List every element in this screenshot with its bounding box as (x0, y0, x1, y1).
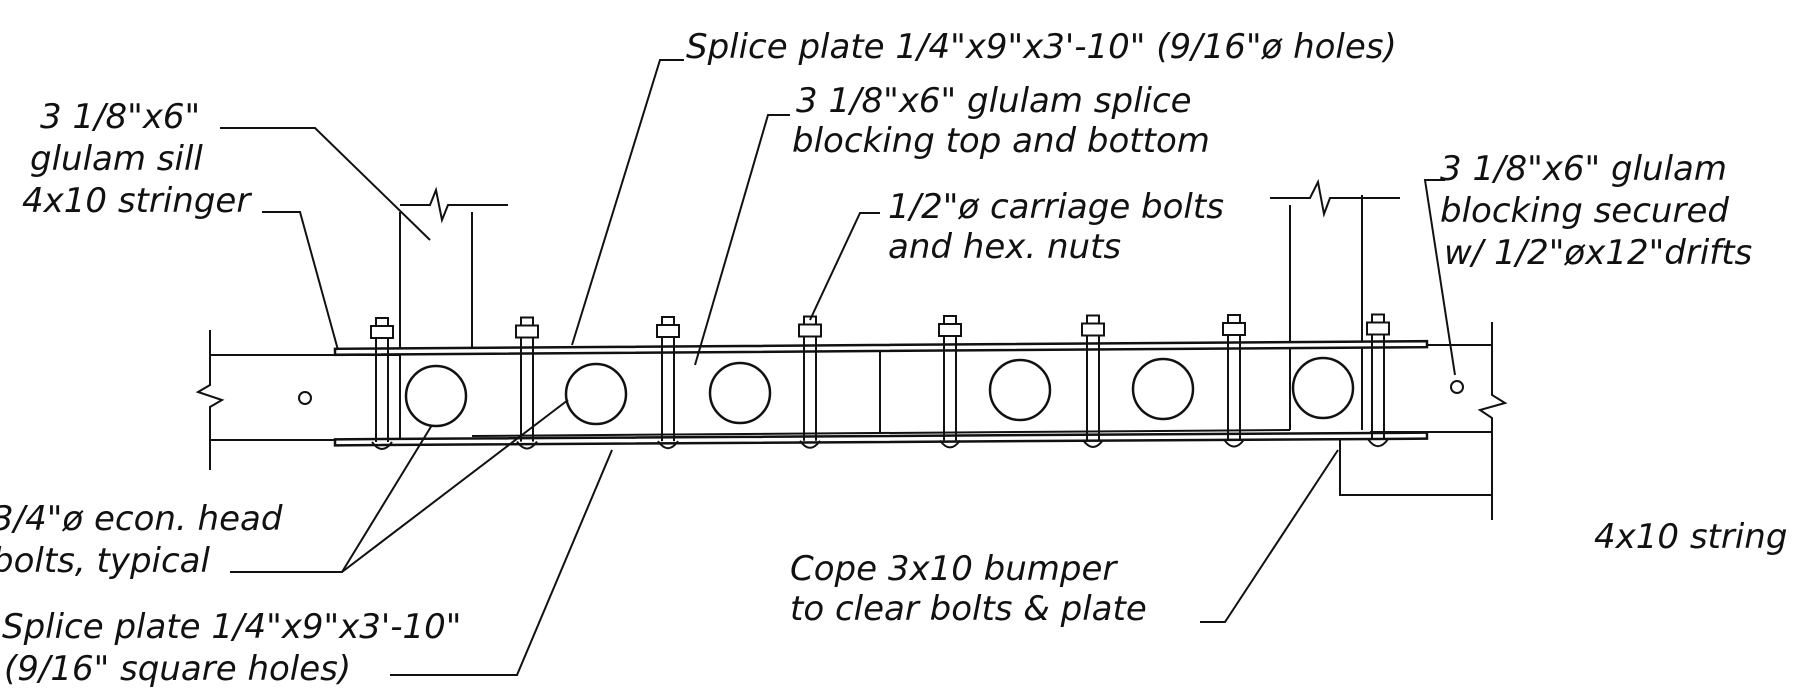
econ-bolt-3 (708, 361, 772, 425)
econ-bolt-6 (1291, 356, 1355, 420)
glulam-sill-left (399, 186, 508, 440)
carriage-bolt-6 (1081, 314, 1105, 448)
label-cope-1: Cope 3x10 bumper (790, 549, 1118, 589)
label-splice-plate-bottom-2: (9/16" square holes) (4, 649, 351, 689)
carriage-bolt-5 (938, 315, 962, 449)
label-splice-plate-bottom-1: Splice plate 1/4"x9"x3'-10" (2, 607, 461, 647)
stringer-right (1370, 322, 1508, 520)
label-carriage-bolts-2: and hex. nuts (888, 227, 1121, 267)
econ-bolt-2 (564, 362, 628, 426)
drift-pin-right (1450, 380, 1464, 394)
label-carriage-bolts-1: 1/2"ø carriage bolts (888, 187, 1224, 227)
carriage-bolt-7 (1222, 314, 1246, 448)
leader-lines (220, 59, 1456, 676)
carriage-bolt-3 (656, 316, 680, 450)
econ-head-bolts (404, 356, 1355, 428)
label-stringer-left: 4x10 stringer (22, 181, 252, 221)
glulam-sill-right (1270, 178, 1400, 430)
label-sill-2: glulam sill (30, 139, 203, 179)
econ-bolt-5 (1131, 357, 1195, 421)
label-blocking-right-3: w/ 1/2"øx12"drifts (1444, 233, 1752, 273)
carriage-bolt-4 (798, 315, 822, 449)
econ-bolt-4 (988, 358, 1052, 422)
splice-plate-top (333, 339, 1429, 357)
carriage-bolt-8 (1366, 313, 1390, 448)
label-stringer-right: 4x10 string (1594, 517, 1787, 557)
label-cope-2: to clear bolts & plate (790, 589, 1147, 629)
label-blocking-right-1: 3 1/8"x6" glulam (1440, 149, 1727, 189)
label-glulam-splice-1: 3 1/8"x6" glulam splice (796, 81, 1192, 121)
label-econ-bolts-2: bolts, typical (0, 541, 210, 581)
carriage-bolts (370, 313, 1390, 450)
label-glulam-splice-2: blocking top and bottom (792, 121, 1210, 161)
econ-bolt-1 (404, 364, 468, 428)
cope-bumper (1339, 432, 1492, 496)
label-splice-plate-top: Splice plate 1/4"x9"x3'-10" (9/16"ø hole… (686, 27, 1397, 67)
carriage-bolt-2 (515, 316, 539, 450)
label-blocking-right-2: blocking secured (1440, 191, 1729, 231)
annotations: Splice plate 1/4"x9"x3'-10" (9/16"ø hole… (0, 27, 1787, 689)
label-sill-1: 3 1/8"x6" (40, 97, 200, 137)
drift-pin-left (298, 391, 312, 405)
splice-plate-bottom (333, 431, 1429, 447)
carriage-bolt-1 (370, 317, 394, 450)
label-econ-bolts-1: 3/4"ø econ. head (0, 499, 283, 539)
